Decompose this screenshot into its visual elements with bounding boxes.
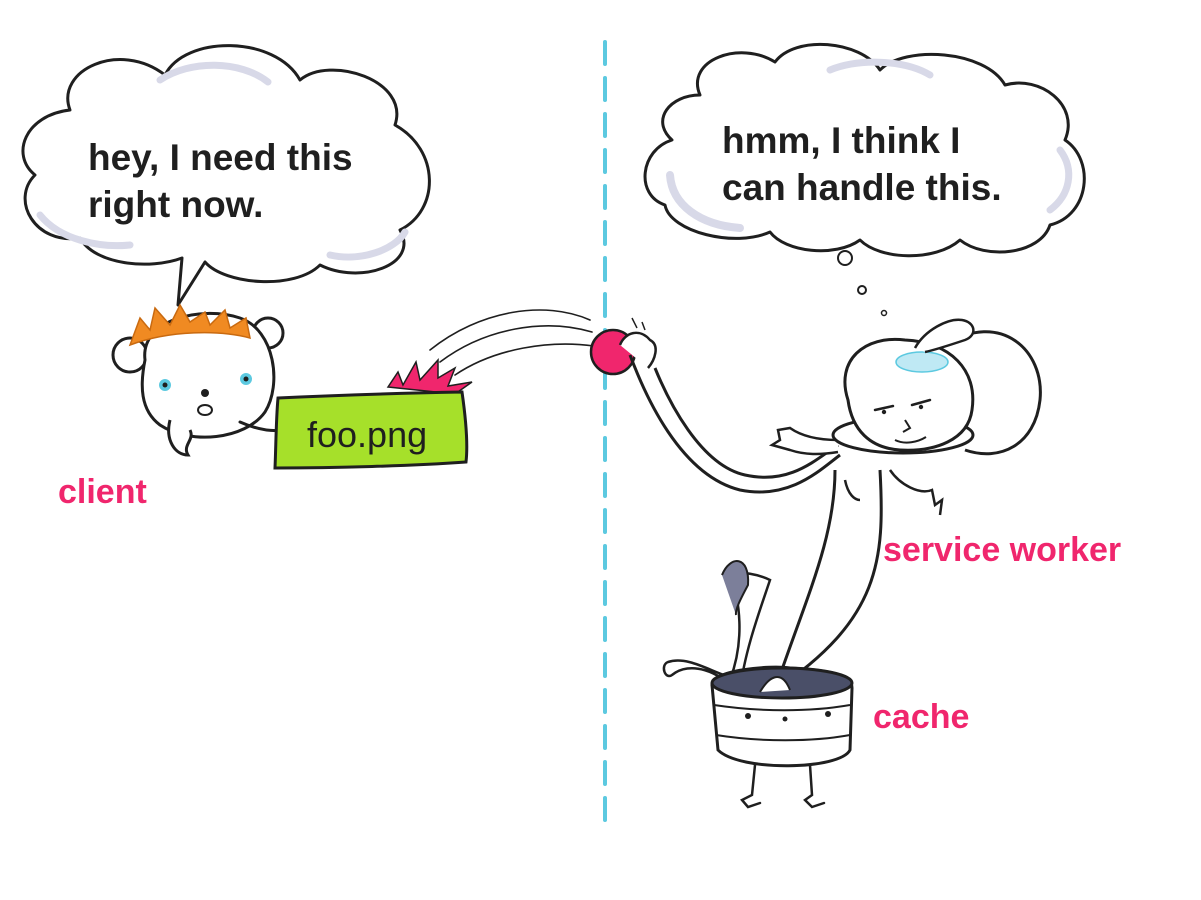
sw-thought-line-2: can handle this. [722,165,1002,210]
sw-thought-line-1: hmm, I think I [722,118,960,163]
file-name-label: foo.png [307,414,427,456]
service-worker-character [620,320,1040,690]
client-character [113,305,290,456]
service-worker-label: service worker [883,531,1121,570]
file-splash-icon [388,360,472,394]
client-speech-line-1: hey, I need this [88,135,353,180]
client-speech-line-2: right now. [88,182,263,227]
throw-trajectory [430,310,594,375]
cache-label: cache [873,698,969,737]
client-label: client [58,473,147,512]
